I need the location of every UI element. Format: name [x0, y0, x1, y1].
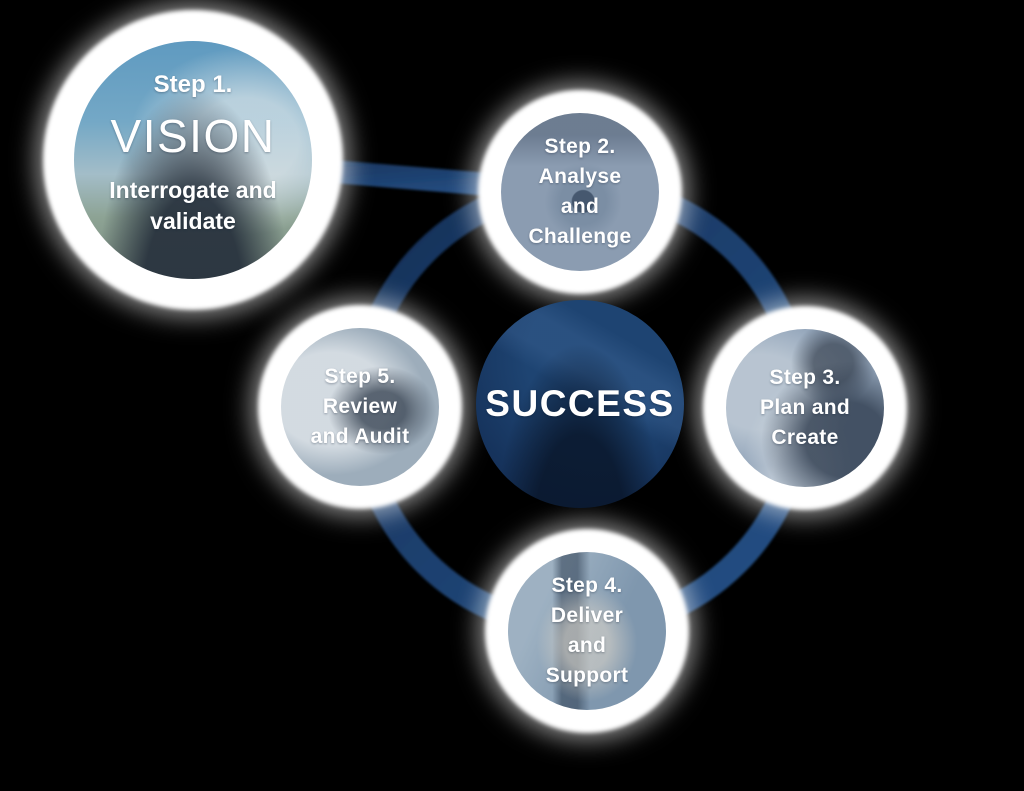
handshake-photo	[508, 552, 666, 710]
step-3-line-2: Plan and	[760, 396, 850, 419]
step-3-node: Step 3. Plan and Create	[703, 306, 907, 510]
step-1-label: Step 1. VISION Interrogate and validate	[43, 4, 343, 304]
step-1-line-2: validate	[150, 208, 236, 234]
business-meeting-photo	[726, 329, 884, 487]
step-1-line-1: Interrogate and	[109, 177, 277, 203]
step-2-line-3: and	[560, 195, 600, 218]
eye-closeup-photo	[501, 113, 659, 271]
presenter-flipchart-photo	[281, 328, 439, 486]
step-3-line-3: Create	[771, 426, 839, 449]
step-4-line-4: Support	[545, 664, 629, 687]
step-4-line-1: Step 4.	[551, 574, 623, 597]
step-1-title: VISION	[110, 110, 276, 162]
silhouette-photo	[476, 300, 684, 508]
step-2-label: Step 2. Analyse and Challenge	[478, 90, 682, 294]
step-5-node: Step 5. Review and Audit	[258, 305, 462, 509]
step-2-line-2: Analyse	[538, 165, 622, 188]
step-3-line-1: Step 3.	[769, 366, 841, 389]
success-node: SUCCESS	[476, 300, 684, 508]
step-5-line-1: Step 5.	[324, 365, 396, 388]
hands-framing-sky-photo	[74, 41, 312, 279]
step-1-step-label: Step 1.	[153, 71, 233, 98]
step-5-line-2: Review	[322, 395, 398, 418]
step-2-line-4: Challenge	[528, 225, 632, 248]
step-4-label: Step 4. Deliver and Support	[485, 529, 689, 733]
step-2-line-1: Step 2.	[544, 135, 616, 158]
step-2-node: Step 2. Analyse and Challenge	[478, 90, 682, 294]
step-5-line-3: and Audit	[310, 425, 410, 448]
step-5-label: Step 5. Review and Audit	[258, 305, 462, 509]
success-label: SUCCESS	[485, 383, 675, 424]
step-3-label: Step 3. Plan and Create	[703, 306, 907, 510]
step-1-node: Step 1. VISION Interrogate and validate	[43, 10, 343, 310]
step-4-line-2: Deliver	[550, 604, 624, 627]
step-4-line-3: and	[567, 634, 607, 657]
step-4-node: Step 4. Deliver and Support	[485, 529, 689, 733]
